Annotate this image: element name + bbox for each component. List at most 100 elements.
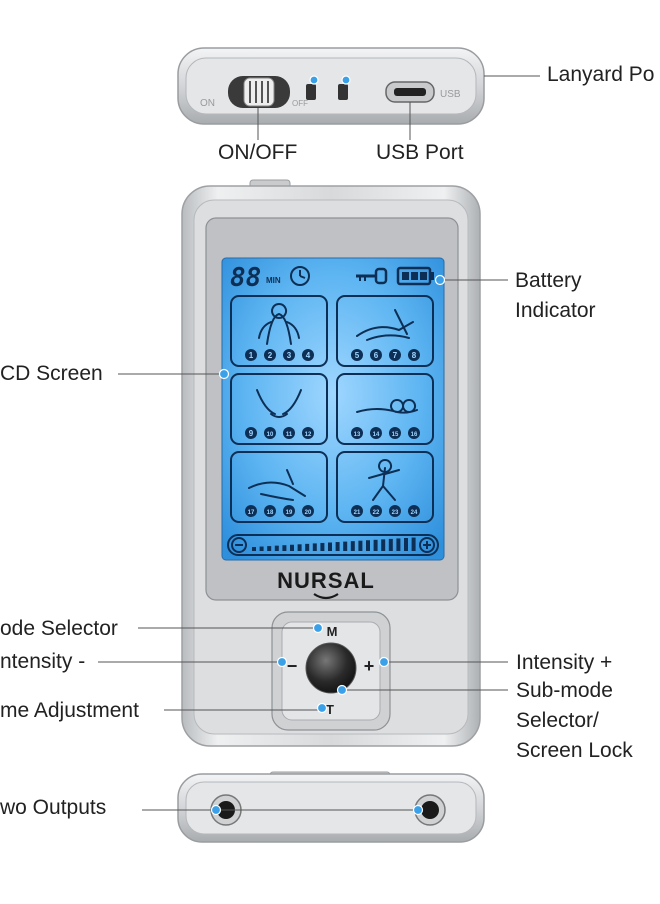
intensity-segment: [404, 538, 408, 551]
mode-number-dot: [302, 505, 314, 517]
intensity-segment: [396, 538, 401, 551]
intensity-segment: [388, 538, 393, 551]
body-figure-icon: [356, 309, 414, 341]
mode-number-dot: [389, 349, 401, 361]
intensity-segment: [312, 543, 317, 551]
label-mode-selector: ode Selector: [0, 617, 118, 640]
timer-unit: MIN: [266, 276, 281, 285]
label-on-off: ON/OFF: [218, 141, 298, 164]
intensity-segment: [305, 543, 310, 551]
intensity-segment: [320, 542, 325, 551]
label-two-outputs: wo Outputs: [0, 796, 107, 819]
intensity-plus-button[interactable]: +: [364, 656, 375, 676]
mode-number-dot: [408, 505, 420, 517]
mode-number-dot: [389, 505, 401, 517]
intensity-segment: [328, 542, 332, 551]
mode-number-dot: [302, 427, 314, 439]
front-leaders: [98, 274, 508, 714]
mode-number-dot: [351, 427, 363, 439]
intensity-segment: [373, 539, 378, 551]
label-lcd-screen: CD Screen: [0, 362, 103, 385]
mode-number-label: 2: [268, 351, 273, 360]
lcd-mode-tile-1: 1 2 3 4: [230, 295, 328, 367]
submode-lock-button[interactable]: [305, 642, 357, 694]
label-time-adjustment: me Adjustment: [0, 699, 139, 722]
mode-number-label: 9: [249, 429, 254, 438]
lcd-mode-tile-3: 9 10 11 12: [230, 373, 328, 445]
mode-number-dot: [264, 349, 276, 361]
intensity-segment: [343, 541, 348, 551]
mode-number-label: 3: [287, 351, 292, 360]
mode-number-label: 15: [392, 432, 399, 438]
device-bottom-view: [177, 771, 485, 843]
mode-number-label: 22: [373, 510, 380, 516]
mode-number-dot: [370, 505, 382, 517]
lock-key-icon: [356, 267, 388, 285]
mode-number-dot: [264, 505, 276, 517]
mode-number-label: 10: [267, 432, 274, 438]
mode-number-dot: [283, 505, 295, 517]
intensity-segment: [297, 544, 302, 551]
mode-number-label: 23: [392, 510, 399, 516]
mode-number-dot: [370, 349, 382, 361]
mode-number-label: 17: [248, 510, 255, 516]
label-battery-indicator: Battery Indicator: [515, 269, 596, 322]
mode-number-label: 14: [373, 432, 380, 438]
mode-number-dot: [245, 427, 257, 439]
mode-number-label: 7: [393, 351, 398, 360]
label-intensity-plus: Intensity +: [516, 651, 613, 674]
body-figure-icon: [356, 399, 418, 414]
mode-number-label: 12: [305, 432, 312, 438]
mode-number-label: 11: [286, 432, 293, 438]
timer-digits: 88: [230, 263, 261, 293]
label-usb-port: USB Port: [376, 141, 464, 164]
mode-number-label: 24: [411, 510, 418, 516]
on-text: ON: [200, 98, 215, 109]
intensity-segment: [290, 544, 294, 551]
mode-button[interactable]: M: [327, 624, 338, 639]
time-button[interactable]: T: [326, 702, 334, 717]
mode-number-label: 21: [354, 510, 361, 516]
lcd-mode-tile-6: 21 22 23 24: [336, 451, 434, 523]
mode-number-dot: [370, 427, 382, 439]
lcd-screen: [221, 257, 445, 561]
brand-logo: NURSAL: [277, 568, 375, 593]
clock-icon: [290, 266, 310, 286]
mode-number-label: 20: [305, 510, 312, 516]
body-figure-icon: [258, 303, 300, 345]
intensity-segment: [366, 540, 370, 551]
device-top-view: ON OFF USB: [177, 47, 485, 125]
label-lanyard-port: Lanyard Po: [547, 63, 655, 86]
mode-number-dot: [302, 349, 314, 361]
mode-number-label: 19: [286, 510, 293, 516]
intensity-segment: [335, 542, 340, 551]
intensity-plus-indicator-icon: [419, 537, 435, 553]
intensity-bar: [227, 534, 439, 556]
intensity-segment: [282, 545, 287, 551]
mode-number-dot: [283, 349, 295, 361]
mode-number-label: 4: [306, 351, 311, 360]
intensity-minus-button[interactable]: −: [287, 656, 298, 676]
intensity-segment: [350, 541, 355, 551]
mode-number-label: 13: [354, 432, 361, 438]
mode-number-label: 5: [355, 351, 360, 360]
lcd-status-row: 88 MIN: [230, 263, 434, 293]
intensity-segment: [411, 537, 416, 551]
intensity-segment: [381, 539, 386, 551]
off-text: OFF: [292, 99, 308, 108]
usb-port[interactable]: [385, 81, 435, 103]
mode-number-dot: [245, 505, 257, 517]
intensity-segment: [358, 540, 363, 551]
lanyard-slot-right: [338, 84, 348, 100]
on-off-switch[interactable]: [228, 76, 290, 108]
lanyard-slot-left: [306, 84, 316, 100]
mode-number-label: 1: [249, 351, 254, 360]
body-figure-icon: [256, 389, 302, 418]
body-figure-icon: [248, 469, 306, 501]
mode-number-dot: [389, 427, 401, 439]
body-figure-icon: [368, 459, 400, 501]
